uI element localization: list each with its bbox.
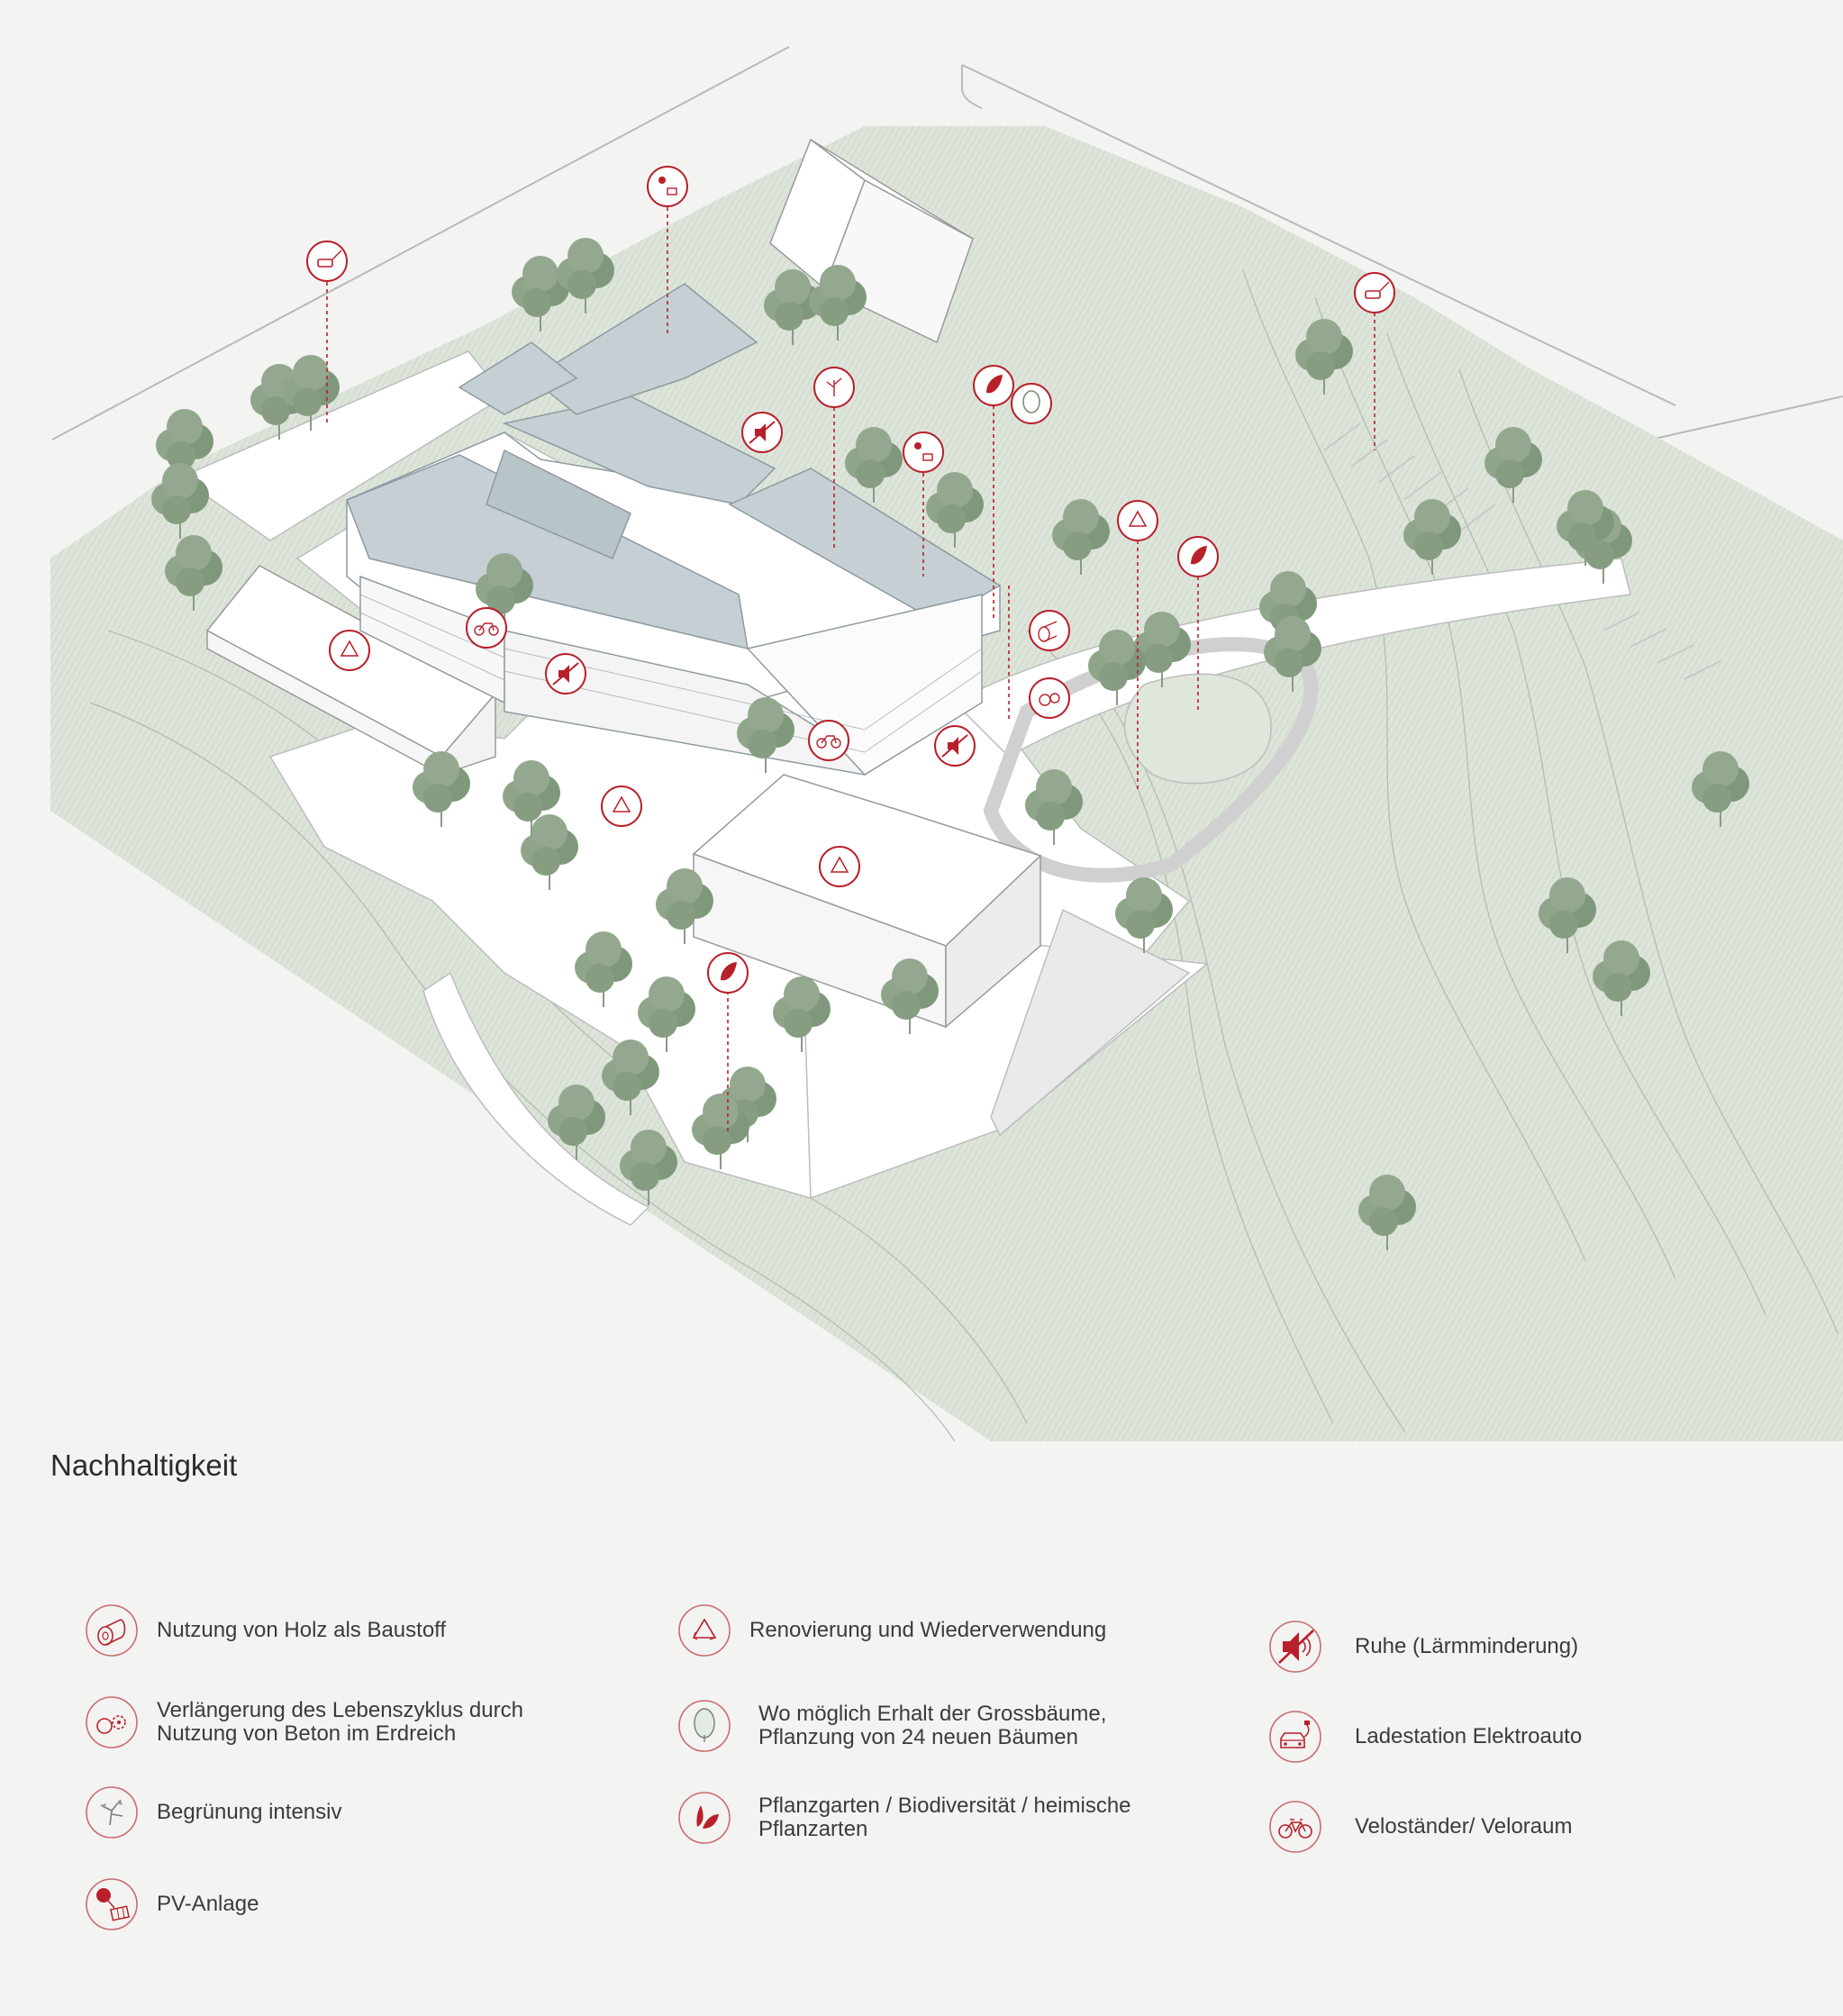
recycle-marker (1117, 500, 1158, 541)
tree-icon (678, 1700, 731, 1752)
bicycle-marker (466, 607, 507, 649)
main-building (346, 283, 1002, 776)
ev-charger-icon (1269, 1711, 1321, 1763)
legend-item-noise: Ruhe (Lärmminderung) (1268, 1620, 1578, 1674)
pv-marker (903, 431, 944, 473)
building-south (692, 774, 1042, 1029)
wood-marker (1029, 610, 1070, 651)
green-roof-marker (813, 367, 855, 408)
tree-marker (1011, 383, 1052, 424)
leaf-marker (973, 365, 1014, 406)
recycle-marker (601, 786, 642, 827)
plan-markers (306, 166, 1395, 994)
pv-icon (86, 1878, 138, 1930)
noise-marker (934, 725, 976, 767)
legend-label-noise: Ruhe (Lärmminderung) (1355, 1634, 1579, 1659)
leaf-marker (707, 952, 749, 994)
legend-label-line: Pflanzung von 24 neuen Bäumen (758, 1725, 1078, 1749)
ev-charger-marker (1354, 272, 1395, 313)
concrete-cycle-icon (86, 1696, 138, 1748)
legend-item-tree: Wo möglich Erhalt der Grossbäume, Pflanz… (677, 1699, 1106, 1753)
bicycle-marker (808, 720, 849, 761)
recycle-marker (329, 630, 370, 671)
leaf-icon (678, 1792, 731, 1844)
wood-icon (86, 1604, 138, 1657)
recycle-marker (819, 846, 860, 887)
legend-label-line: Verlängerung des Lebenszyklus durch (157, 1698, 523, 1723)
legend-label-tree: Wo möglich Erhalt der Grossbäume, Pflanz… (758, 1703, 1106, 1749)
legend-item-bicycle: Veloständer/ Veloraum (1268, 1800, 1573, 1854)
legend-label-line: Pflanzgarten / Biodiversität / heimische (758, 1794, 1131, 1819)
bicycle-icon (1269, 1801, 1321, 1853)
contour-lines (89, 269, 1838, 1441)
legend-label-line: Wo möglich Erhalt der Grossbäume, (758, 1702, 1107, 1727)
green-roof-icon (86, 1786, 138, 1839)
legend-label-recycle: Renovierung und Wiederverwendung (749, 1618, 1107, 1643)
legend-item-ev-charger: Ladestation Elektroauto (1268, 1710, 1582, 1764)
parking-stripes (1323, 422, 1721, 680)
legend-label-ev-charger: Ladestation Elektroauto (1355, 1724, 1583, 1749)
noise-icon (1269, 1621, 1321, 1673)
site-plan-diagram (50, 46, 1843, 1441)
legend-label-line: Nutzung von Beton im Erdreich (157, 1721, 457, 1746)
legend-item-green-roof: Begrünung intensiv (85, 1785, 341, 1839)
leader-lines (326, 207, 1375, 1135)
legend-label-green-roof: Begrünung intensiv (157, 1800, 342, 1825)
pv-marker (647, 166, 688, 207)
legend-label-pv: PV-Anlage (157, 1892, 259, 1917)
legend-item-wood: Nutzung von Holz als Baustoff (85, 1603, 446, 1657)
legend-item-concrete-cycle: Verlängerung des Lebenszyklus durch Nutz… (85, 1695, 523, 1749)
noise-marker (741, 412, 783, 453)
page-title: Nachhaltigkeit (50, 1448, 238, 1482)
legend-label-wood: Nutzung von Holz als Baustoff (157, 1618, 447, 1643)
legend-label-line: Pflanzarten (758, 1817, 868, 1841)
noise-marker (545, 653, 586, 695)
concrete-cycle-marker (1029, 677, 1070, 719)
legend-item-pv: PV-Anlage (85, 1877, 259, 1931)
legend-label-concrete-cycle: Verlängerung des Lebenszyklus durch Nutz… (157, 1699, 523, 1746)
legend-label-leaf: Pflanzgarten / Biodiversität / heimische… (758, 1794, 1131, 1841)
legend-label-bicycle: Veloständer/ Veloraum (1355, 1814, 1573, 1839)
legend-item-leaf: Pflanzgarten / Biodiversität / heimische… (677, 1791, 1131, 1845)
leaf-marker (1177, 536, 1219, 577)
facade-grid (359, 594, 983, 753)
ev-charger-marker (306, 241, 348, 282)
legend-item-recycle: Renovierung und Wiederverwendung (677, 1603, 1106, 1657)
recycle-icon (678, 1604, 731, 1657)
